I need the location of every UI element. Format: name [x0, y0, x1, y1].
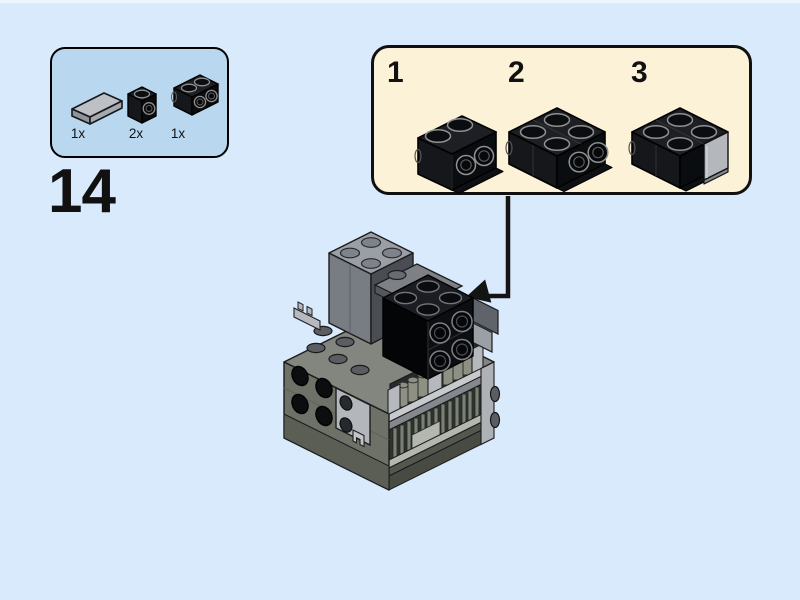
substep-illustration-1 — [414, 115, 504, 195]
model-illustration — [283, 231, 501, 491]
substep-number-1: 1 — [387, 56, 404, 89]
part-quantity-1: 1x — [70, 126, 86, 141]
top-studs — [306, 325, 370, 376]
light-gray-1x2-tile-icon — [71, 92, 123, 125]
part-quantity-2: 2x — [128, 126, 144, 141]
black-1x1-headlight-brick-icon — [127, 86, 157, 124]
clip-piece — [352, 429, 365, 448]
step-number: 14 — [48, 157, 116, 226]
parts-panel: 1x 2x 1x — [50, 47, 229, 158]
substep-number-2: 2 — [508, 56, 525, 89]
substeps-panel: 1 2 3 — [371, 45, 752, 195]
substep-number-3: 3 — [631, 56, 648, 89]
part-quantity-3: 1x — [170, 126, 186, 141]
substep-illustration-2 — [505, 107, 613, 193]
page-top-strip — [0, 0, 800, 3]
black-assembly-on-model — [382, 274, 474, 380]
left-side-studs — [291, 365, 333, 427]
black-1x2-side-stud-brick-icon — [171, 74, 219, 116]
substep-illustration-3 — [628, 107, 729, 192]
